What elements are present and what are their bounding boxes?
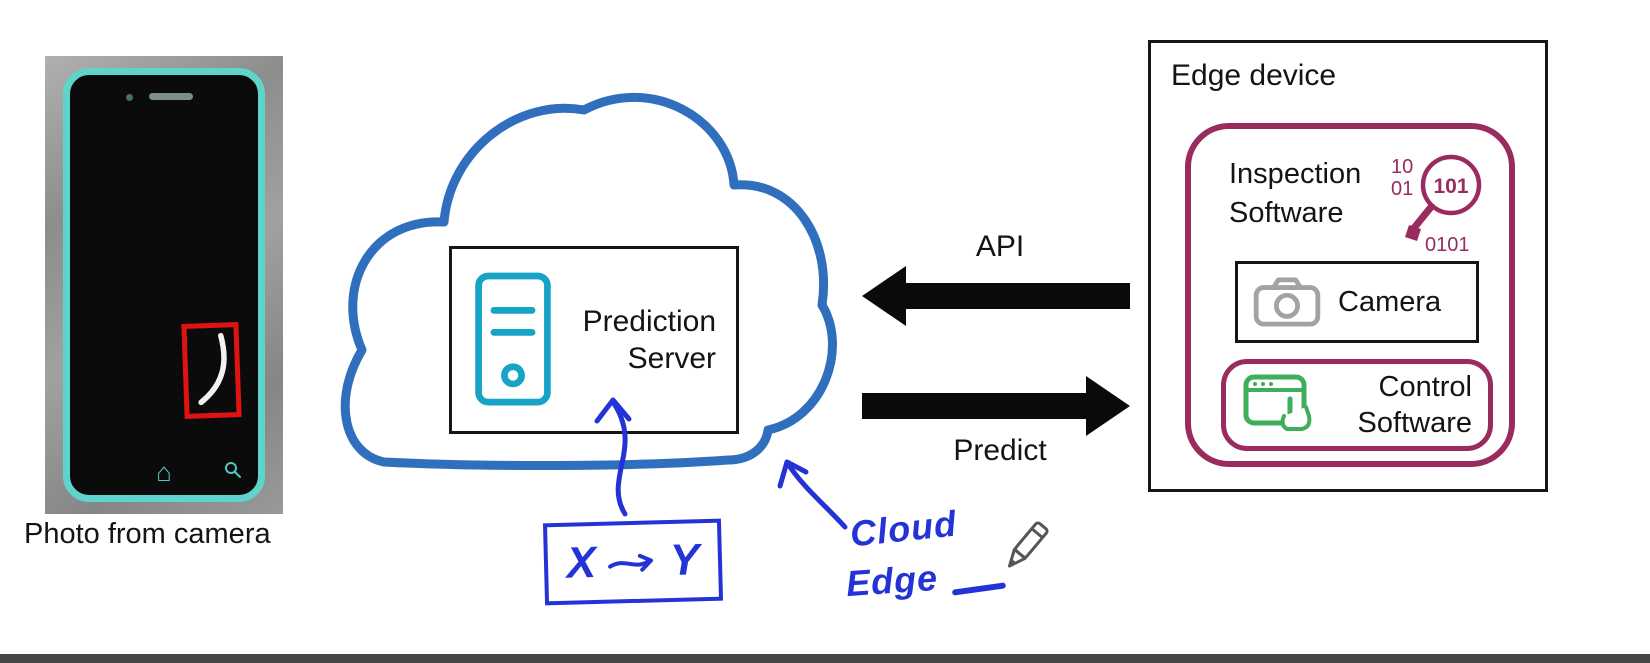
inspection-label-line1: Inspection [1229,158,1362,190]
scratch-mark-icon [198,332,227,406]
prediction-server-label-line2: Server [627,342,716,375]
bottom-bar [0,654,1650,663]
binary-text-10: 10 [1391,156,1413,178]
control-software-box: Control Software [1221,359,1493,451]
binary-text-01: 01 [1391,178,1413,200]
home-button-icon: ⌂ [156,457,172,487]
x-letter: X [566,537,597,588]
binary-text-0101: 0101 [1425,234,1470,256]
phone: ⌂ [63,68,265,502]
edge-device-title: Edge device [1171,59,1337,92]
defect-highlight-box [181,322,242,419]
control-software-icon [1243,374,1312,431]
predict-arrow [862,376,1130,436]
api-arrow [862,266,1130,326]
server-icon [475,272,551,406]
xy-annotation-box: X Y [542,518,724,606]
prediction-server-box: Prediction Server [449,246,739,434]
camera-icon [1253,277,1321,327]
control-label-line2: Software [1357,407,1472,439]
inspection-software-box: Inspection Software 10 01 101 0101 Camer… [1185,123,1515,467]
edge-device-box: Edge device Inspection Software 10 01 10… [1148,40,1548,492]
xy-arrow-icon [608,553,653,572]
binary-magnifier-icon: 10 01 101 0101 [1391,154,1482,256]
camera-box: Camera [1235,261,1479,343]
y-letter: Y [669,535,700,586]
phone-search-icon [225,462,241,478]
inspection-software-label: Inspection Software [1229,155,1361,233]
prediction-server-label-line1: Prediction [582,304,716,338]
predict-label: Predict [953,434,1047,467]
hand-cursor-icon [1280,396,1312,431]
phone-photo: ⌂ [45,56,283,514]
cloud-word: Cloud [848,502,959,555]
control-label-line1: Control [1378,370,1473,403]
binary-text-101: 101 [1433,175,1468,198]
api-label: API [975,230,1025,263]
pencil-icon [1008,521,1049,568]
camera-label: Camera [1338,285,1442,318]
edge-word: Edge [844,556,940,605]
phone-speaker [149,93,193,100]
photo-caption: Photo from camera [24,518,271,550]
inspection-label-line2: Software [1229,197,1344,230]
control-software-label: Control Software [1326,369,1472,442]
phone-front-camera-dot [126,94,133,101]
prediction-server-label: Prediction Server [570,303,718,378]
